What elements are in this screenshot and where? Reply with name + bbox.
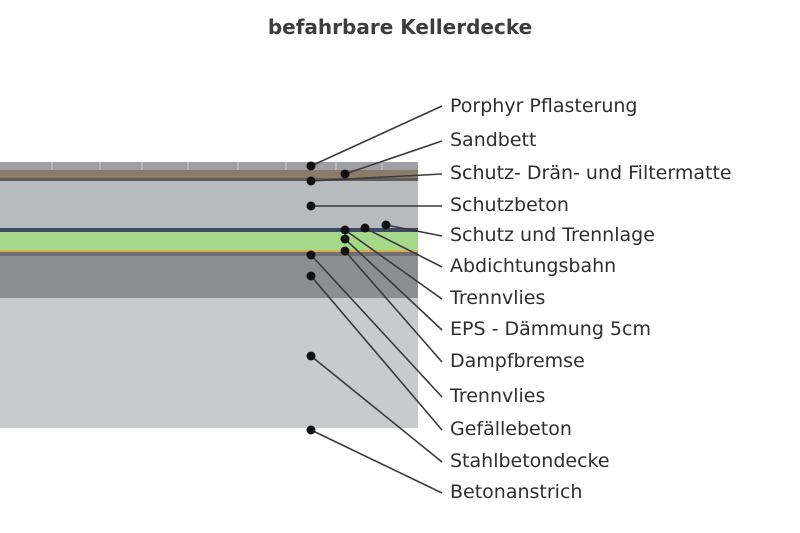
layer-separating-fleece <box>0 252 418 256</box>
label-eps-insulation: EPS - Dämmung 5cm <box>450 318 651 340</box>
label-drain-mat: Schutz- Drän- und Filtermatte <box>450 162 732 184</box>
label-separating-fleece-1: Trennvlies <box>450 287 546 309</box>
label-separating-fleece-2: Trennvlies <box>450 385 546 407</box>
layer-porphyry-paving <box>0 162 418 170</box>
label-porphyry-paving: Porphyr Pflasterung <box>450 95 638 117</box>
label-protective-separating-layer: Schutz und Trennlage <box>450 224 655 246</box>
paving-joints <box>51 162 383 170</box>
layer-slab <box>0 298 418 428</box>
label-protective-concrete: Schutzbeton <box>450 194 569 216</box>
label-vapour-barrier: Dampfbremse <box>450 350 585 372</box>
label-sealing-membrane: Abdichtungsbahn <box>450 255 617 277</box>
layer-yellow-membrane <box>0 250 418 252</box>
leader-lines <box>310 105 443 494</box>
label-concrete-coating: Betonanstrich <box>450 481 583 503</box>
layer-sand-bed <box>0 170 418 178</box>
label-reinforced-concrete-slab: Stahlbetondecke <box>450 450 610 472</box>
diagram-title: befahrbare Kellerdecke <box>267 15 533 39</box>
layer-sealing-membrane <box>0 228 418 232</box>
layer-eps-insulation <box>0 232 418 250</box>
layer-slope-concrete <box>0 256 418 298</box>
marker-dots <box>306 161 391 435</box>
layer-drain-mat <box>0 178 418 181</box>
label-sand-bed: Sandbett <box>450 129 537 151</box>
label-slope-concrete: Gefällebeton <box>450 418 572 440</box>
layer-protective-concrete <box>0 181 418 228</box>
